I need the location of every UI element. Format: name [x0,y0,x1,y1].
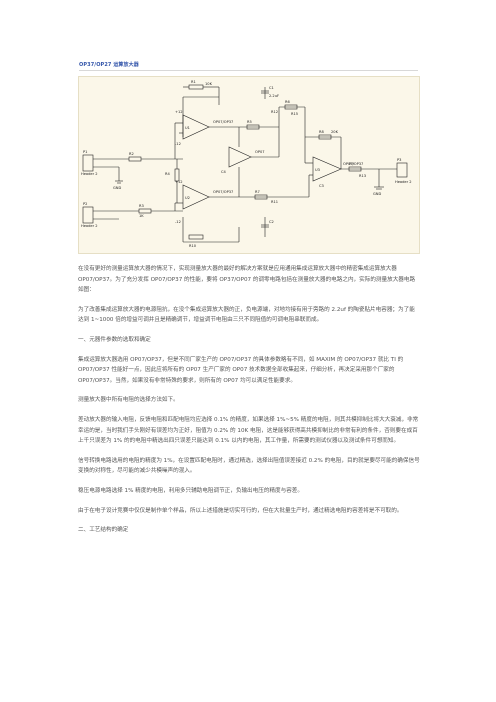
paragraph-regulator: 稳压电源电路选择 1% 精度的电阻，利用多只辅助电阻调节正，负输出电压的精度与容… [78,487,303,494]
label-vp-top: +12 [175,110,183,114]
paragraph-opamp-choice: 集成运算放大器选用 OP07/OP37，但是不同厂家生产的 OP07/OP37 … [78,356,404,384]
label-vn-top: -12 [175,142,181,146]
paragraph-resistor-method: 测量放大器中所有电阻的选择方法如下。 [78,397,179,404]
label-r9: R9 [349,162,354,166]
opamp-top [182,114,210,140]
label-gnd-output: GND [373,192,381,196]
title-divider [79,70,418,71]
label-c1-value: 2.2uF [269,94,279,98]
circuit-schematic-figure: Header 2 Header 2 Header 2 P1 P2 P3 OP07… [78,76,420,254]
paragraph-intro: 在没有更好的测量运算放大器的情况下，实现测量放大器的最好的解决方案就是应用通用集… [78,266,416,294]
paragraph-signal-conv: 信号转换电路选用的电阻的精度为 1%，在设置匹配电阻时，通过精选，选择出阻值误差… [78,457,420,475]
label-p2: P2 [83,202,87,206]
label-c1: C1 [269,86,274,90]
label-r8-value: 20K [331,130,339,134]
opamp-right [312,156,342,182]
label-vp-bottom: +12 [175,180,183,184]
label-u2: U2 [185,196,190,200]
label-c4: C4 [221,170,227,174]
header-label-output: Header 2 [395,180,412,184]
schematic-svg: Header 2 Header 2 Header 2 P1 P2 P3 OP07… [81,80,412,248]
opamp-bottom [182,184,210,210]
paragraph-diff-amp: 差动放大器的输入电阻，反馈电阻和匹配电阻均应选择 0.1% 的精度，如果选择 1… [78,416,419,445]
label-r10: R10 [189,244,197,248]
header-connector-left-bottom [82,206,94,224]
label-p3: P3 [397,158,401,162]
label-r1-value: 10K [205,82,213,86]
label-r3: R3 [139,204,144,208]
label-u3: U3 [315,168,320,172]
header-label-left-top: Header 2 [81,172,98,176]
label-r12: R12 [271,110,278,114]
chip-label-bottom: OP07/OP37 [213,190,233,194]
label-r8: R8 [319,130,324,134]
article-body: 在没有更好的测量运算放大器的情况下，实现测量放大器的最好的解决方案就是应用通用集… [78,264,420,545]
label-r6: R6 [285,100,290,104]
label-vn-bottom: -12 [175,220,181,224]
header-connector-left-top [82,154,94,172]
label-c2: C2 [269,220,274,224]
label-c3: C3 [319,184,324,188]
paragraph-production: 由于在电子设计竞赛中仅仅是制作单个样品，所以上述措施是切实可行的，但在大批量生产… [78,507,403,514]
label-r1: R1 [191,80,196,84]
label-r5: R5 [247,120,252,124]
paragraph-power: 为了改善集成运算放大器的电源阻抗，在没个集成运算放大器的正，负电源端，对地均接有… [78,306,415,324]
document-title: OP37/OP27 运算放大器 [79,62,139,68]
header-label-left-bottom: Header 2 [81,224,98,228]
label-r3-value: 1K [139,214,144,218]
chip-label-right: OP07/OP37 [343,162,363,166]
label-p1: P1 [83,150,87,154]
opamp-middle [228,146,252,168]
label-r2: R2 [129,152,134,156]
label-u1: U1 [185,126,190,130]
label-r13: R13 [359,174,366,178]
label-r4: R4 [165,172,170,176]
label-r11: R11 [271,200,278,204]
section-heading-process: 二、工艺结构的确定 [78,527,129,534]
chip-label-top: OP07/OP37 [213,120,233,124]
label-r7: R7 [255,190,260,194]
header-connector-output [396,162,408,178]
chip-label-middle: OP07 [255,150,265,154]
label-gnd-input: GND [113,186,121,190]
section-heading-components: 一、元器件参数的选取和确定 [78,336,151,343]
label-r15: R15 [291,112,298,116]
